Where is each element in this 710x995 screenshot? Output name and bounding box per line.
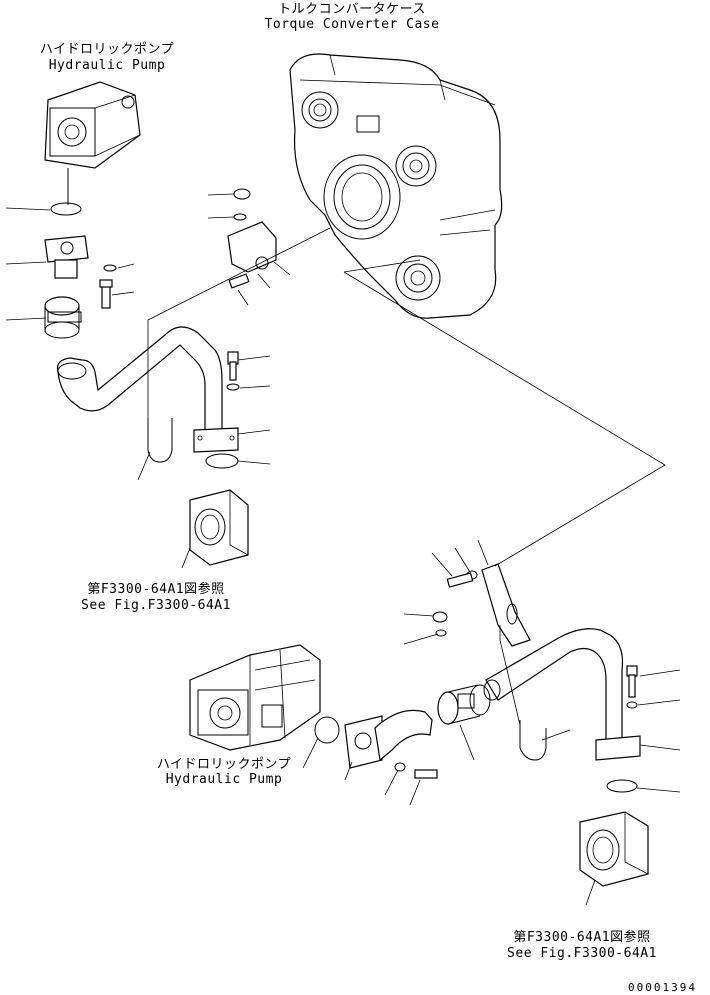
drawing-number: 00001394 (628, 981, 697, 994)
flanged-housing (579, 811, 649, 887)
hose-coupling (437, 684, 491, 725)
washer (626, 701, 638, 709)
bolt (626, 665, 638, 698)
ref2-label-en: See Fig.F3300-64A1 (507, 946, 657, 961)
hose-coupling (44, 296, 82, 339)
pump-top-label-jp: ハイドロリックポンプ (39, 42, 175, 57)
o-ring (50, 202, 82, 216)
bracket (481, 563, 531, 647)
torque-case-label-jp: トルクコンバータケース (278, 2, 426, 17)
torque-case-label-en: Torque Converter Case (264, 17, 440, 32)
pump-bottom-label-en: Hydraulic Pump (165, 772, 283, 787)
bolt (414, 769, 438, 779)
washer (226, 383, 240, 391)
o-ring (314, 716, 340, 744)
torque-converter-case (289, 53, 503, 319)
nut (233, 188, 251, 200)
hydraulic-pump-bottom (189, 644, 321, 751)
ref1-label-en: See Fig.F3300-64A1 (81, 598, 231, 613)
ref1-label-jp: 第F3300-64A1図参照 (87, 582, 225, 597)
bracket (227, 221, 277, 273)
hydraulic-pump-top (44, 81, 141, 205)
washer (233, 213, 247, 221)
washer (103, 264, 117, 272)
pump-bottom-label-jp: ハイドロリックポンプ (156, 757, 292, 772)
flanged-housing (189, 489, 249, 566)
suction-pipe-bottom (483, 628, 641, 761)
o-ring (606, 779, 638, 793)
o-ring (205, 453, 239, 469)
pump-top-label-en: Hydraulic Pump (48, 58, 166, 73)
elbow-flange (344, 709, 433, 769)
suction-pipe-top (56, 326, 239, 453)
u-bolt (147, 418, 173, 463)
u-bolt (519, 720, 547, 761)
bolt (99, 279, 113, 309)
ref2-label-jp: 第F3300-64A1図参照 (513, 930, 651, 945)
bolt (228, 273, 250, 289)
bolt (227, 351, 239, 381)
washer (435, 629, 447, 637)
washer (394, 762, 406, 772)
bolt (446, 572, 474, 588)
nut (432, 611, 448, 623)
elbow-flange (44, 235, 89, 279)
leader-lines (5, 193, 681, 906)
